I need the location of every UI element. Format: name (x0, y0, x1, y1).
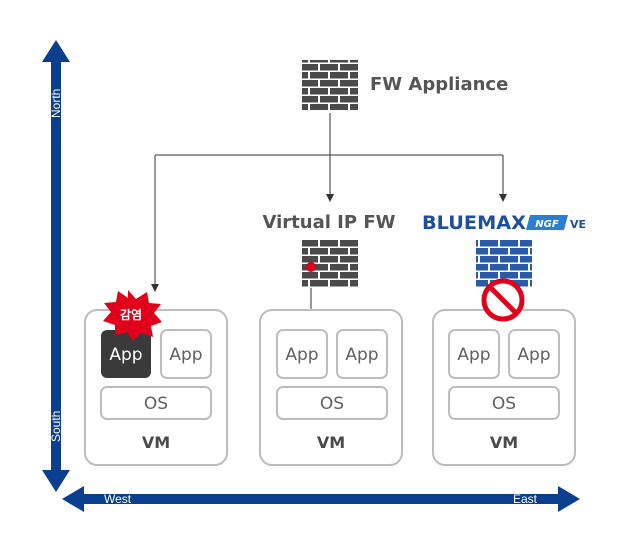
vm-1-os (100, 386, 212, 420)
west-east-axis: West East (62, 486, 580, 512)
vm-2-app-1-label: App (285, 345, 318, 365)
ngf-badge-label: NGF (535, 219, 559, 230)
fw-appliance: FW Appliance (302, 60, 508, 110)
virtual-ip-fw: Virtual IP FW (263, 212, 396, 288)
infection-burst: 감염 (103, 290, 162, 341)
bluemax-logo: BLUEMAX NGF VE (422, 212, 586, 234)
vm-1-app-2 (160, 329, 212, 379)
vm-3-label: VM (490, 433, 518, 452)
west-label: West (104, 492, 132, 506)
vm-2-os-label: OS (320, 394, 344, 414)
vm-3-app-2 (508, 329, 560, 379)
vm-1-app-1-label: App (109, 345, 142, 365)
fw-appliance-label: FW Appliance (370, 74, 508, 95)
vm-1: App App OS VM (84, 309, 228, 466)
vm-3-os (448, 386, 560, 420)
virtual-ip-fw-label: Virtual IP FW (263, 212, 396, 233)
vm-1-app-2-label: App (169, 345, 202, 365)
vm-2: App App OS VM (259, 309, 403, 466)
vm-2-os (276, 386, 388, 420)
north-south-axis: North South (42, 40, 70, 492)
block-icon (481, 278, 525, 322)
red-dot-icon (306, 262, 316, 272)
ve-label: VE (570, 218, 586, 231)
ngf-badge (526, 215, 568, 230)
vm-3-app-1 (448, 329, 500, 379)
vm-2-app-2 (336, 329, 388, 379)
infection-label: 감염 (120, 307, 142, 322)
vm-2-app-1 (276, 329, 328, 379)
vm-2-app-2-label: App (345, 345, 378, 365)
infection-burst-icon (103, 290, 162, 341)
fw-appliance-icon (302, 60, 358, 110)
vm-3-app-2-label: App (517, 345, 550, 365)
east-label: East (513, 492, 538, 506)
vm-2-label: VM (317, 433, 345, 452)
vm-1-label: VM (142, 433, 170, 452)
vm-3-app-1-label: App (457, 345, 490, 365)
north-label: North (49, 89, 63, 118)
vm-3: App App OS VM (432, 309, 576, 466)
bluemax-brand: BLUEMAX (422, 212, 526, 234)
vm-3-os-label: OS (492, 394, 516, 414)
south-label: South (49, 411, 63, 442)
vm-1-os-label: OS (144, 394, 168, 414)
vm-1-infected-app (101, 330, 151, 378)
